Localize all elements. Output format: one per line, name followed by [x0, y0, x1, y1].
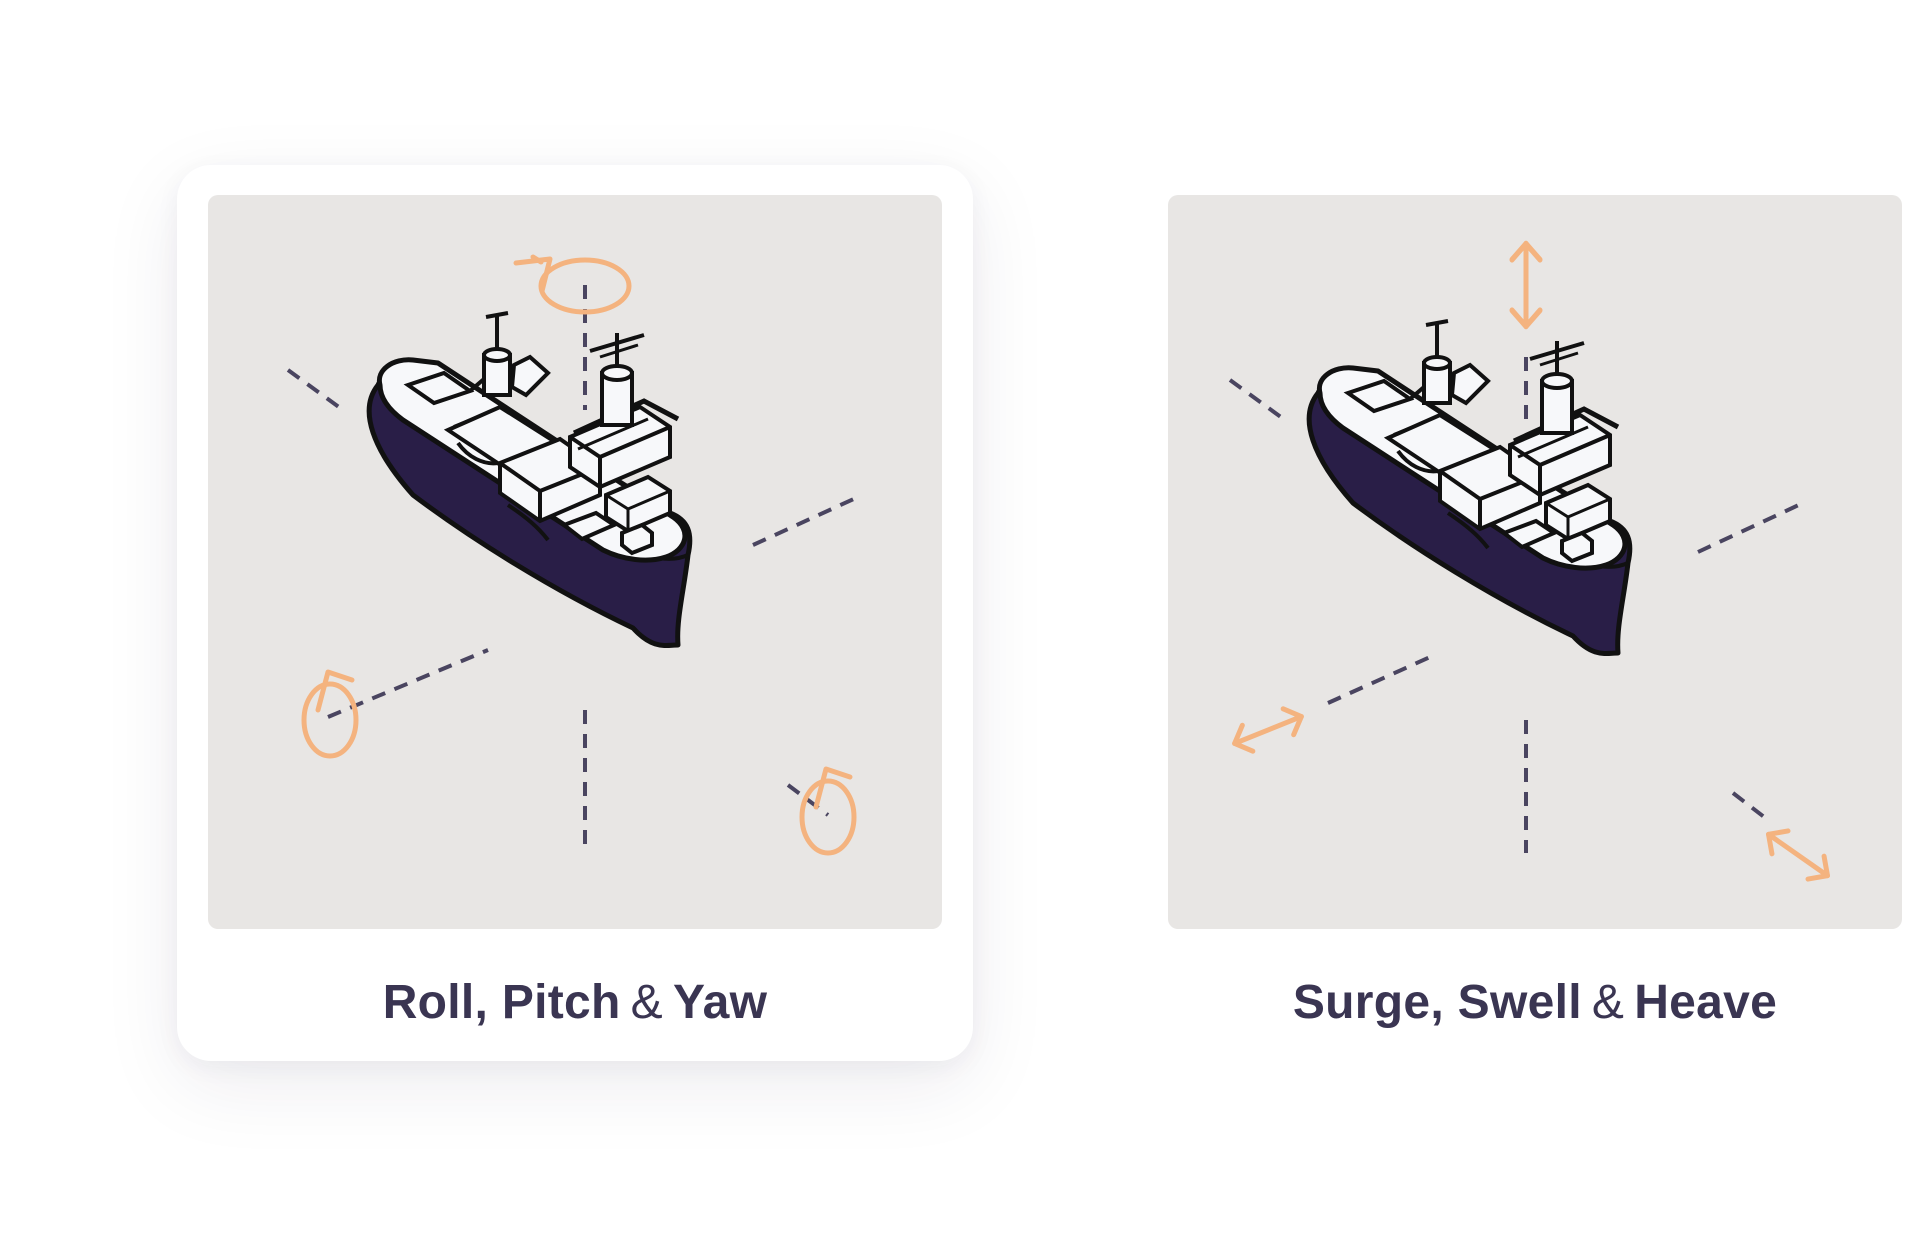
ship-icon — [1309, 321, 1630, 653]
pitch-rotate-arrow-icon — [802, 769, 854, 853]
illustration-panel — [208, 195, 942, 929]
axis-lines — [1228, 357, 1804, 853]
ship-rotation-illustration — [286, 254, 859, 929]
ship-translation-illustration — [1168, 195, 1902, 929]
motion-card-roll-pitch-yaw[interactable]: Roll, Pitch&Yaw — [177, 165, 973, 1061]
swell-double-arrow-icon — [1760, 823, 1835, 887]
illustration-panel — [1168, 195, 1902, 929]
yaw-rotate-arrow-icon — [513, 254, 632, 315]
motion-card-surge-swell-heave[interactable]: Surge, Swell&Heave — [1160, 165, 1920, 1061]
surge-double-arrow-icon — [1229, 704, 1306, 757]
ship-icon — [369, 313, 690, 645]
heave-double-arrow-icon — [1512, 244, 1540, 327]
card-title: Surge, Swell&Heave — [1292, 976, 1778, 1029]
card-title: Roll, Pitch&Yaw — [382, 976, 768, 1029]
